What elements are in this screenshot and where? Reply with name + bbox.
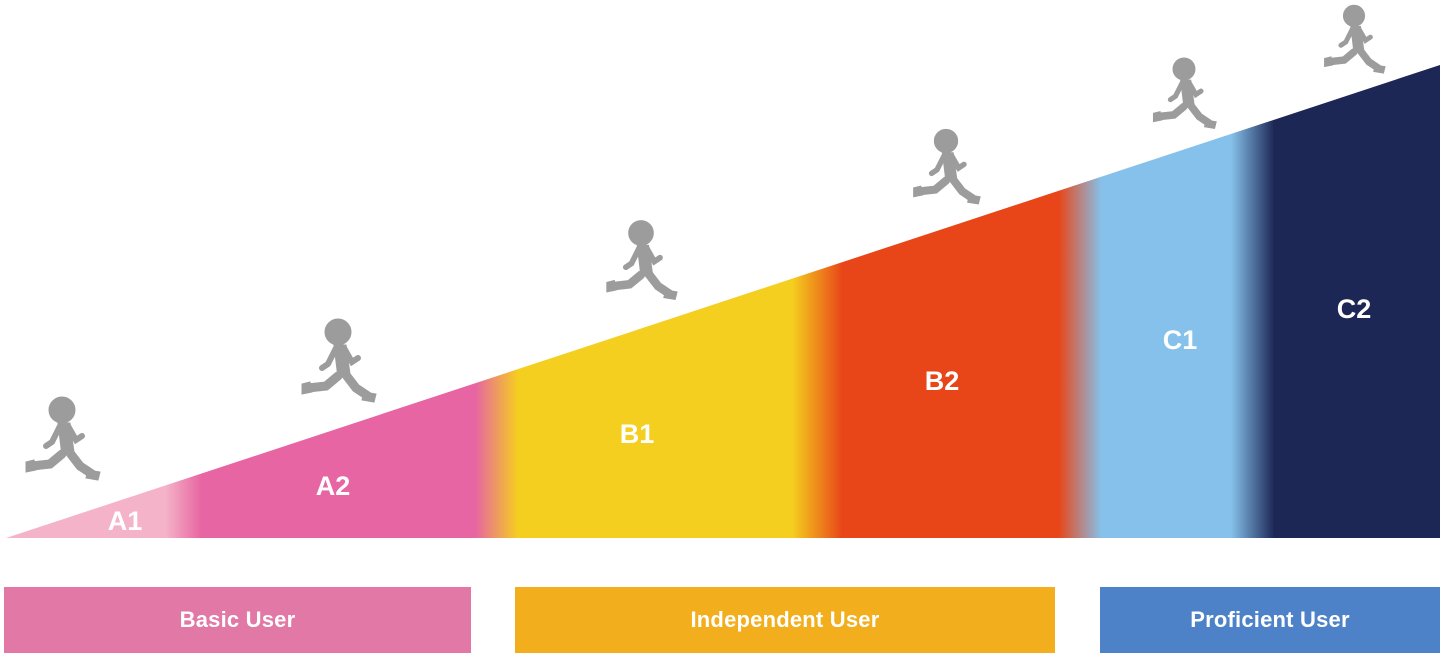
basic-user-band: Basic User — [4, 587, 471, 653]
running-person-icon — [302, 319, 376, 402]
level-label-a2: A2 — [316, 471, 351, 501]
level-label-a1: A1 — [108, 506, 143, 536]
level-label-c1: C1 — [1163, 325, 1198, 355]
level-ramp — [6, 65, 1440, 538]
level-label-b1: B1 — [620, 419, 655, 449]
independent-user-band: Independent User — [515, 587, 1055, 653]
running-person-icon — [607, 221, 677, 300]
running-person-icon — [26, 397, 100, 480]
running-person-icon — [914, 129, 981, 204]
independent-user-label: Independent User — [690, 607, 880, 632]
level-label-b2: B2 — [925, 366, 960, 396]
running-person-icon — [1153, 58, 1216, 129]
basic-user-label: Basic User — [179, 607, 296, 632]
running-person-icon — [1324, 5, 1385, 73]
proficient-user-band: Proficient User — [1100, 587, 1440, 653]
proficient-user-label: Proficient User — [1190, 607, 1350, 632]
level-label-c2: C2 — [1337, 294, 1372, 324]
